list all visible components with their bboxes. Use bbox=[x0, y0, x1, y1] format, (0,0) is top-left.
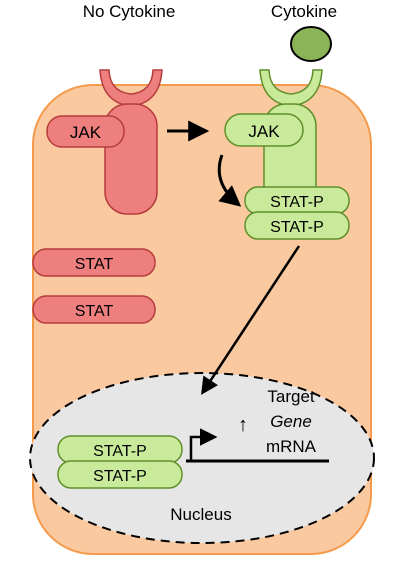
jak-right: JAK bbox=[224, 113, 304, 147]
transcription-start-arrow bbox=[189, 428, 218, 461]
stat-p-receptor-1: STAT-P bbox=[244, 186, 350, 215]
jak-right-label: JAK bbox=[248, 122, 280, 141]
up-arrow-label: ↑ bbox=[238, 414, 248, 436]
stat-inactive-2: STAT bbox=[32, 295, 156, 324]
stat-p-nucleus-2: STAT-P bbox=[57, 460, 183, 489]
nucleus-label: Nucleus bbox=[170, 505, 231, 524]
stat-p-receptor-1-label: STAT-P bbox=[270, 194, 324, 211]
stat-p-receptor-2-label: STAT-P bbox=[270, 219, 324, 236]
jak-left-label: JAK bbox=[70, 123, 102, 142]
cytokine-label: Cytokine bbox=[271, 2, 337, 21]
phosphorylation-arrow bbox=[217, 154, 242, 207]
target-label: Target bbox=[267, 387, 315, 406]
cytokine-ligand bbox=[290, 26, 332, 62]
stat-inactive-2-label: STAT bbox=[75, 303, 114, 320]
stat-inactive-1: STAT bbox=[32, 248, 156, 277]
stat-p-receptor-2: STAT-P bbox=[244, 211, 350, 240]
stat-p-nucleus-1-label: STAT-P bbox=[93, 443, 147, 460]
gene-label: Gene bbox=[270, 412, 312, 431]
stat-p-nucleus-2-label: STAT-P bbox=[93, 468, 147, 485]
stat-inactive-1-label: STAT bbox=[75, 256, 114, 273]
stat-p-nucleus-1: STAT-P bbox=[57, 435, 183, 464]
nucleus bbox=[29, 372, 375, 544]
mrna-label: mRNA bbox=[266, 437, 317, 456]
no-cytokine-label: No Cytokine bbox=[83, 2, 176, 21]
jak-left: JAK bbox=[46, 115, 125, 148]
translocation-arrow bbox=[201, 245, 301, 395]
